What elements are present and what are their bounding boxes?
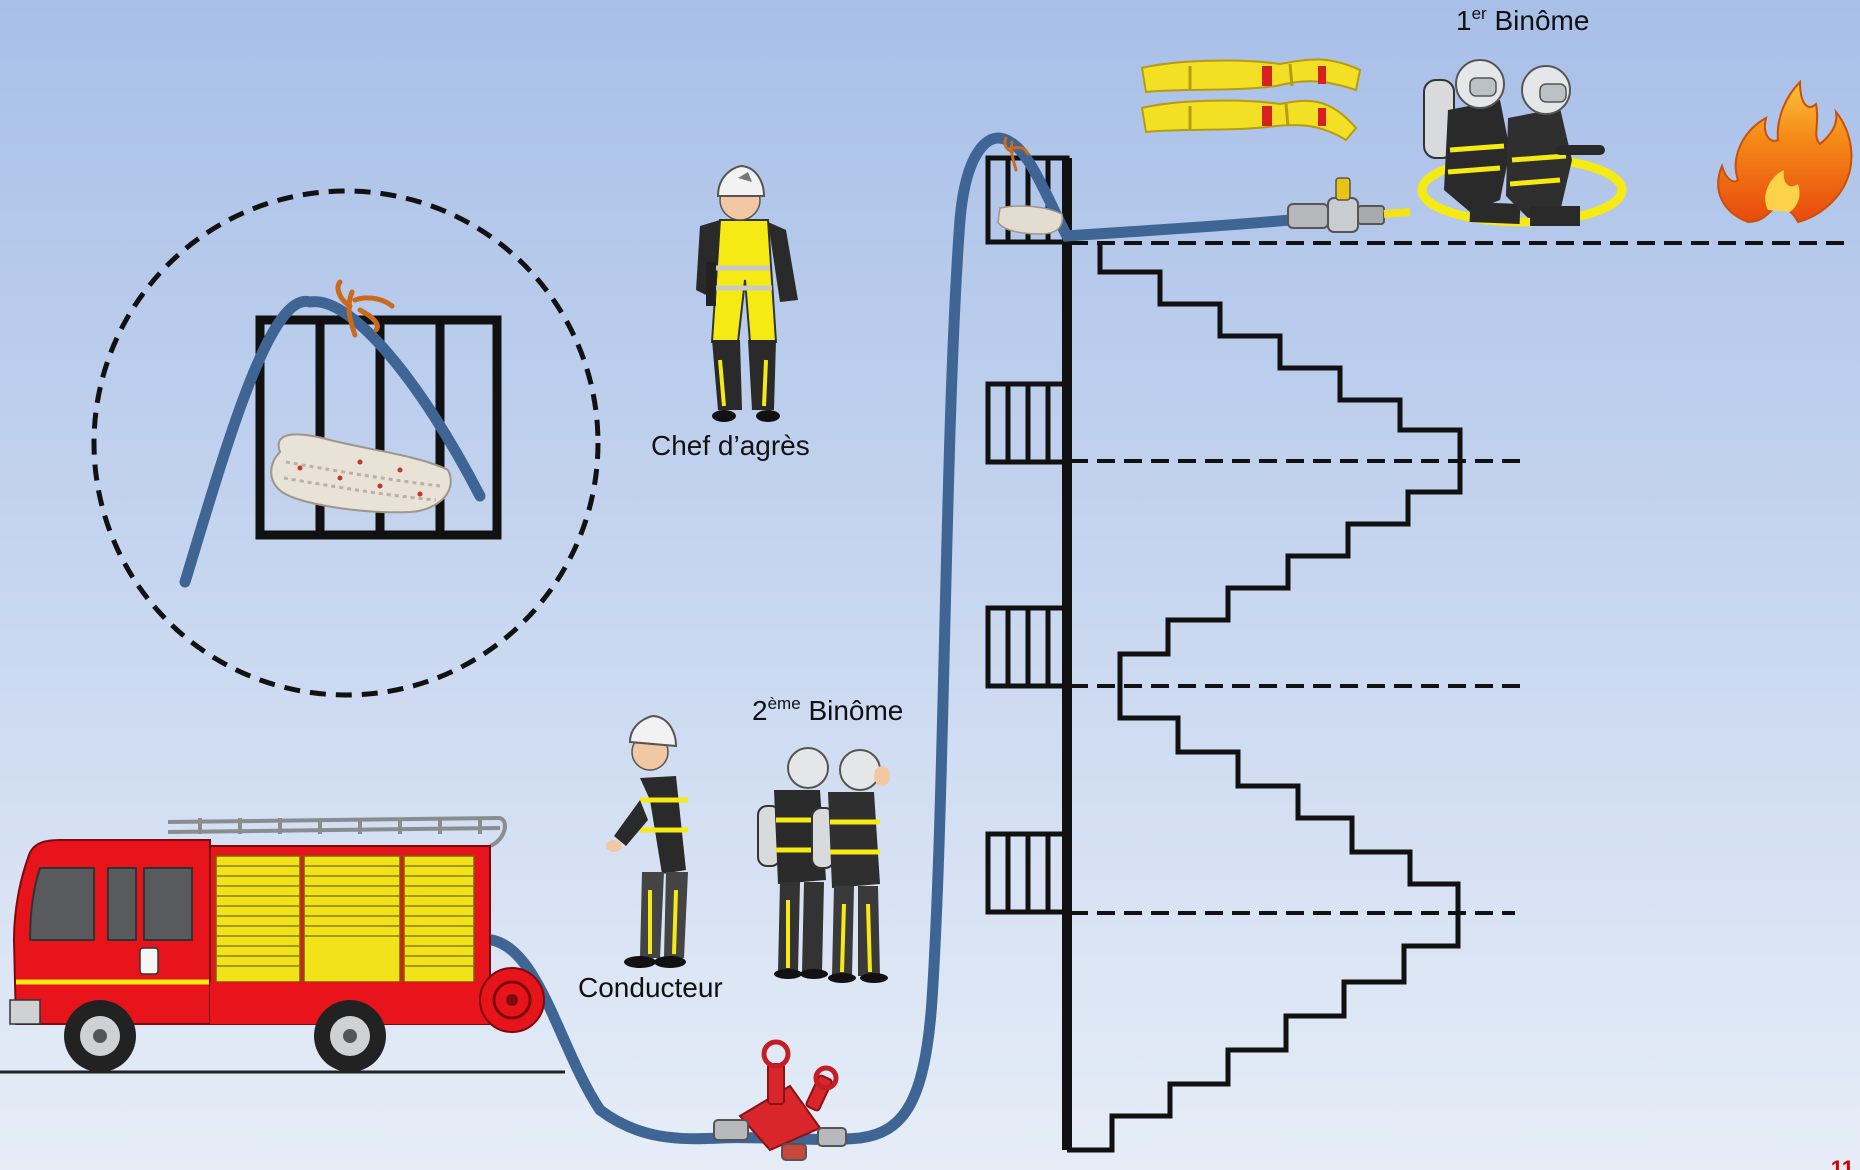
zoom-hose [179, 296, 486, 588]
staircase [1067, 243, 1463, 1153]
rolled-hose-icon [1140, 99, 1358, 142]
firefighter-driver-icon [606, 714, 688, 968]
first-team-number: 1 [1456, 5, 1472, 36]
balcony-floor-2 [985, 605, 1070, 689]
hose-reel-icon [479, 967, 545, 1033]
hose-nozzle-icon [1287, 177, 1411, 233]
balcony-zoom-detail [91, 188, 601, 698]
rolled-hose-icon [1140, 58, 1362, 94]
first-team-superscript: er [1471, 4, 1487, 23]
firefighter-pair-icon [757, 747, 890, 983]
second-team-member-2 [811, 749, 890, 983]
firefighter-chief-icon [696, 164, 798, 422]
balcony-floor-3 [985, 381, 1070, 465]
first-team-member-2 [1506, 65, 1605, 226]
slide-number: 11 [1831, 1156, 1854, 1170]
balcony-rolled-hose [997, 205, 1064, 235]
dividing-breeching-icon [713, 1039, 847, 1161]
chief-label: Chef d’agrès [651, 430, 810, 461]
first-team-label: 1er Binôme [1456, 4, 1589, 37]
flaked-hoses [1140, 58, 1362, 142]
floor-lines [1070, 241, 1850, 915]
building [985, 155, 1850, 1153]
second-team-number: 2 [752, 695, 768, 726]
rolled-hose-icon [270, 433, 452, 514]
fire-flame-icon [1717, 79, 1853, 224]
rope-knot-icon [1003, 136, 1030, 172]
first-team-member-1 [1423, 59, 1521, 224]
firefighter-pair-icon [1417, 59, 1627, 227]
second-team-superscript: ème [767, 694, 801, 713]
hose-line [486, 132, 1296, 1145]
first-team-text: Binôme [1494, 5, 1590, 36]
driver-label: Conducteur [578, 972, 723, 1003]
front-wheel [64, 1000, 136, 1072]
second-team-label: 2ème Binôme [752, 694, 903, 727]
fire-truck-icon [0, 816, 565, 1074]
rope-knot-icon [335, 279, 395, 338]
rear-wheel [314, 1000, 386, 1072]
roof-ladder [167, 816, 507, 848]
second-team-text: Binôme [808, 695, 904, 726]
balcony-floor-1 [985, 831, 1070, 915]
